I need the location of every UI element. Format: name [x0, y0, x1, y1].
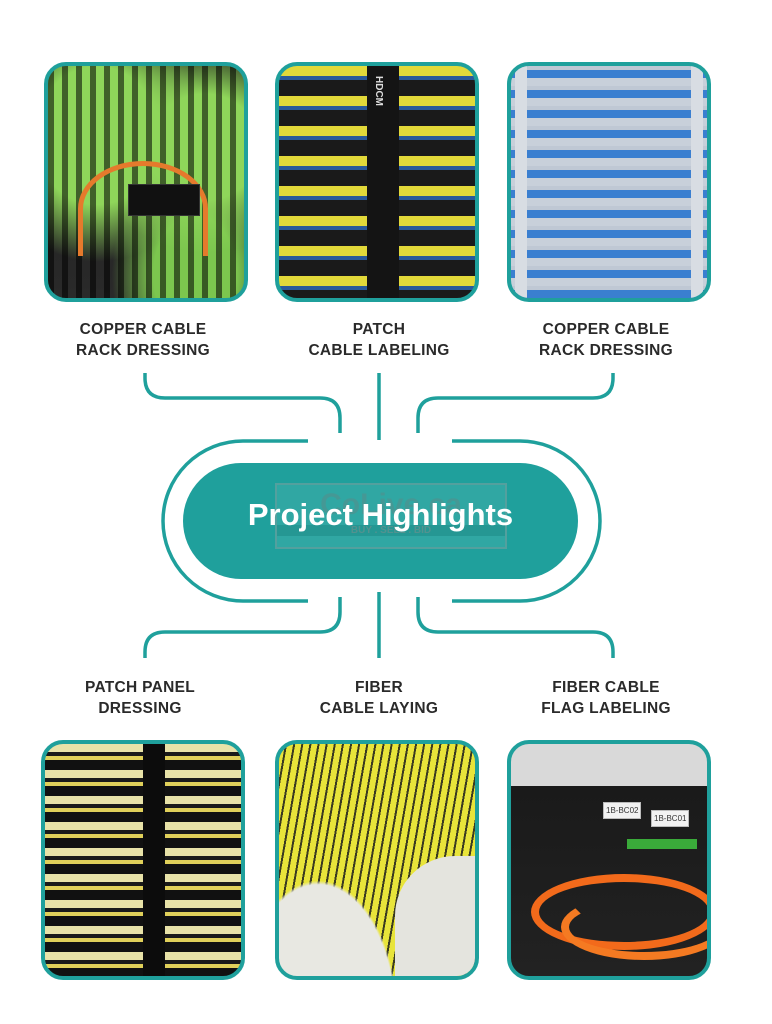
flag-label: 1B-BC02 — [603, 802, 642, 819]
orange-conduit — [561, 894, 707, 960]
rack-label: HDCM — [373, 76, 384, 106]
title-pill: CoLive.ca BUY . SELL . BID Project Highl… — [183, 463, 578, 579]
flag-label: 1B-BC01 — [651, 810, 690, 827]
photo-copper-cable-rack-dressing-2 — [507, 62, 711, 302]
photo-fiber-cable-laying — [275, 740, 479, 980]
outer-arc-left — [161, 439, 308, 603]
rack-switch — [128, 184, 200, 216]
connector-bottom-left — [143, 597, 342, 658]
rack-rail — [515, 66, 527, 298]
connector-bottom-right — [416, 597, 615, 658]
orange-cable — [78, 161, 208, 256]
rack-rail — [691, 66, 703, 298]
watermark-logo: CoLive.ca BUY . SELL . BID — [275, 483, 507, 549]
photo-patch-cable-labeling: HDCM — [275, 62, 479, 302]
connector-top-right — [416, 373, 615, 433]
fiber-connectors — [627, 839, 697, 849]
cable-manager — [143, 744, 165, 976]
outer-arc-right — [452, 439, 602, 603]
cable-manager — [367, 66, 399, 298]
photo-patch-panel-dressing — [41, 740, 245, 980]
connector-top-left — [143, 373, 342, 433]
page-title: Project Highlights — [247, 497, 514, 532]
photo-fiber-cable-flag-labeling: 1B-BC02 1B-BC01 — [507, 740, 711, 980]
photo-copper-cable-rack-dressing-1 — [44, 62, 248, 302]
